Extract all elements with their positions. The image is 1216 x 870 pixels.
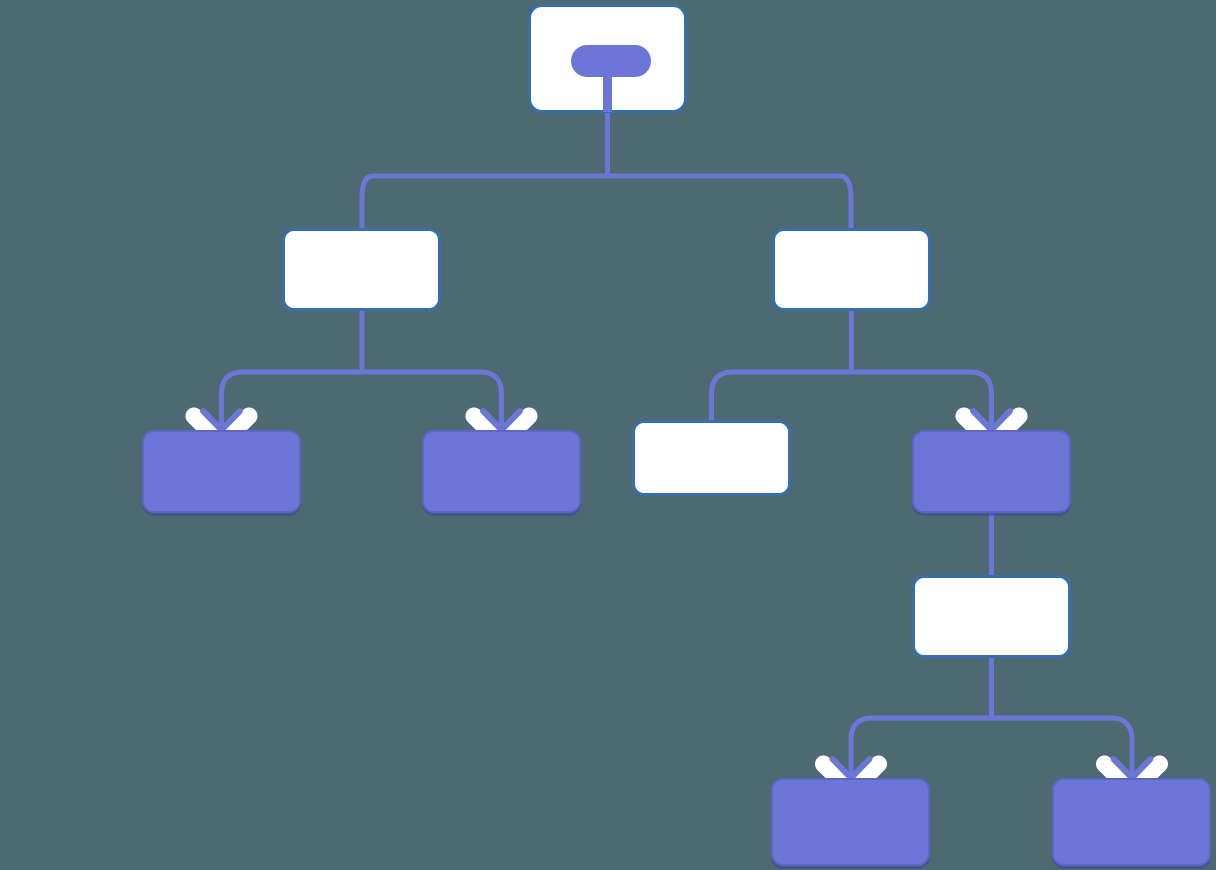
node-left-branch[interactable] (282, 228, 441, 311)
node-leaf-2[interactable] (422, 430, 581, 513)
node-leaf-5[interactable] (1052, 778, 1211, 866)
edge-right-leaf3 (709, 369, 852, 420)
root-stem-icon (603, 66, 612, 112)
edge-sub-leaf4 (848, 715, 992, 778)
node-sub-branch[interactable] (912, 575, 1071, 658)
edge-sub-leaf5 (991, 715, 1135, 778)
node-root[interactable] (528, 4, 687, 113)
edge-left-leaf1 (219, 369, 362, 430)
node-leaf-3[interactable] (632, 420, 791, 496)
edge-left-leaf2 (362, 369, 504, 430)
node-leaf-1[interactable] (142, 430, 301, 513)
edge-right-midright (851, 369, 994, 430)
edge-root-left-2 (359, 173, 608, 228)
edge-root-left (607, 173, 854, 228)
node-mid-right[interactable] (912, 430, 1071, 513)
node-leaf-4[interactable] (771, 778, 930, 866)
node-right-branch[interactable] (772, 228, 931, 311)
